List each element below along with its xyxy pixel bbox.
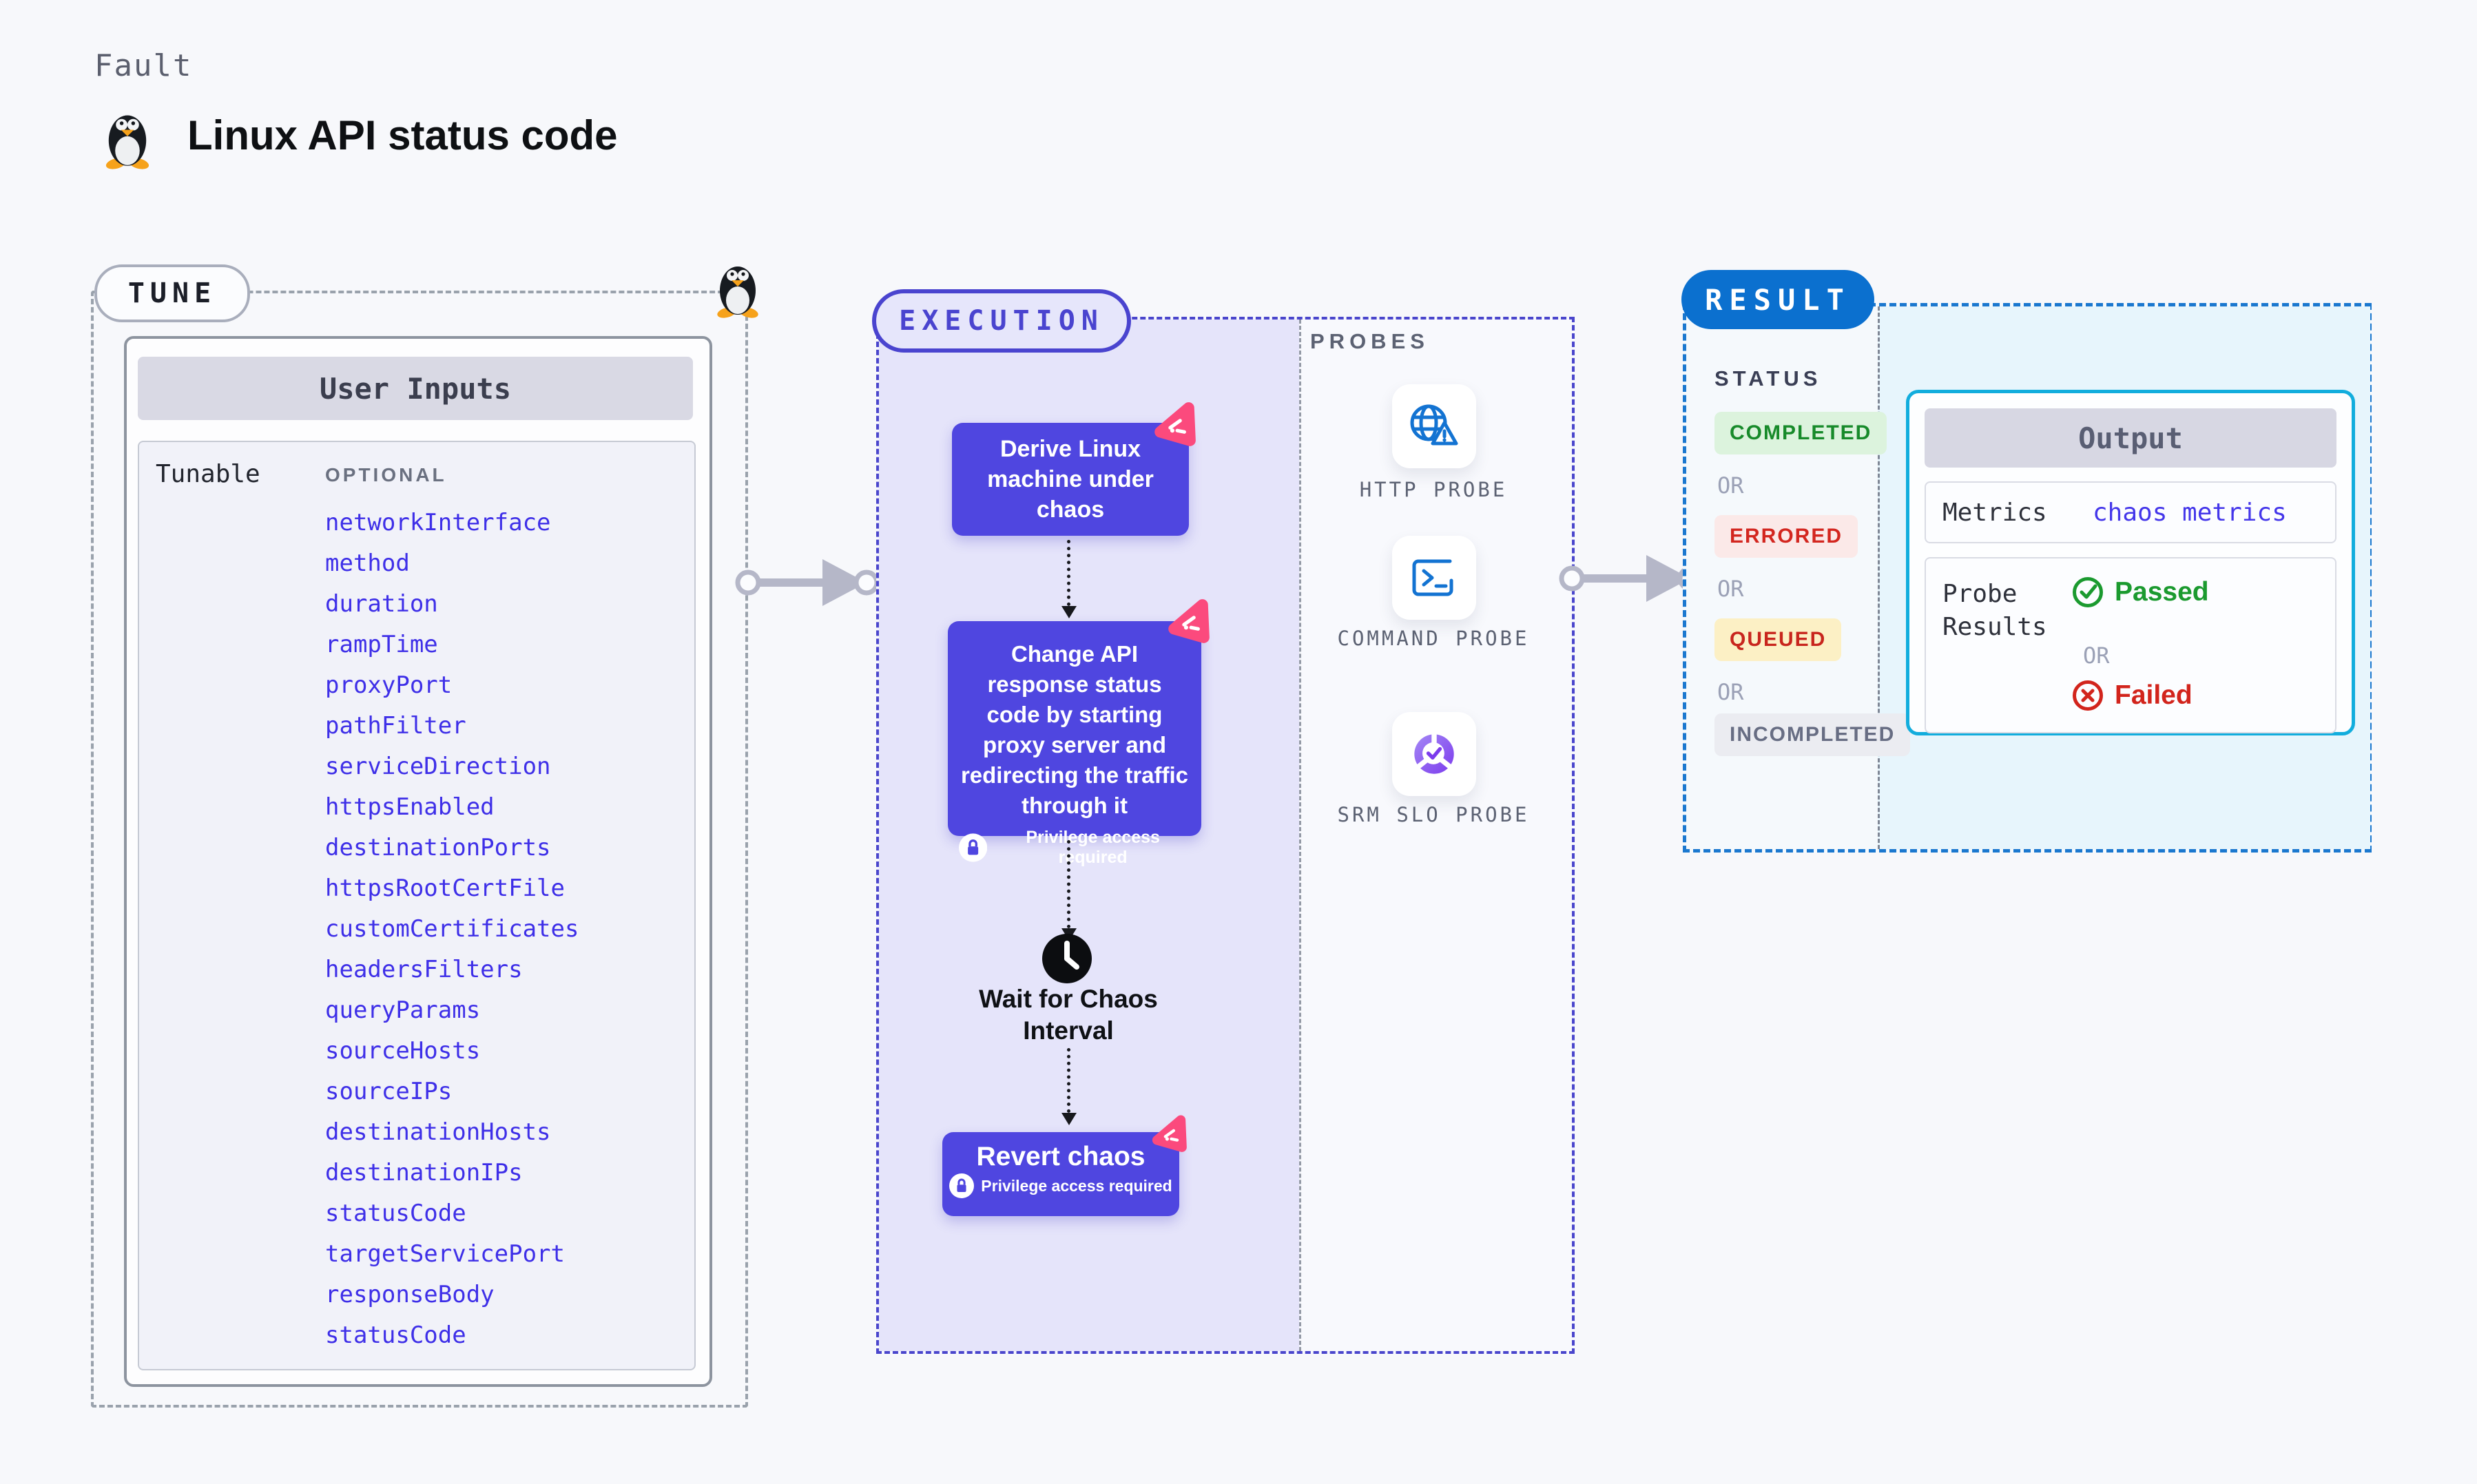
tunable-link[interactable]: networkInterface [325, 509, 551, 536]
check-circle-icon [2073, 577, 2103, 607]
flow-arrowhead [1061, 1113, 1077, 1125]
tunable-link[interactable]: targetServicePort [325, 1240, 565, 1268]
chaos-logo-icon [1163, 596, 1214, 647]
probes-section-label: PROBES [1310, 329, 1429, 353]
fault-kind-label: Fault [94, 48, 193, 83]
tunable-link[interactable]: sourceHosts [325, 1037, 481, 1065]
lock-icon [959, 833, 988, 863]
tune-pill: TUNE [94, 264, 250, 322]
tunable-link[interactable]: destinationIPs [325, 1159, 523, 1187]
http-probe-card [1392, 384, 1476, 468]
lock-icon [949, 1173, 975, 1198]
chaos-metrics-link[interactable]: chaos metrics [2093, 498, 2287, 527]
tunable-link[interactable]: responseBody [325, 1281, 495, 1308]
passed-label: Passed [2115, 577, 2209, 607]
failed-label: Failed [2115, 680, 2193, 710]
output-title: Output [1925, 408, 2336, 468]
tux-penguin-icon [105, 115, 150, 169]
flow-arrowhead [1061, 606, 1077, 618]
status-label: STATUS [1714, 366, 1822, 390]
result-pill: RESULT [1681, 270, 1874, 329]
or-label: OR [1717, 472, 1744, 499]
tunable-link[interactable]: queryParams [325, 996, 481, 1024]
http-probe-label: HTTP PROBE [1359, 478, 1508, 501]
tunable-link[interactable]: serviceDirection [325, 753, 551, 780]
tunable-link[interactable]: statusCode [325, 1200, 466, 1227]
flow-connector [1067, 540, 1070, 606]
tunable-link[interactable]: destinationHosts [325, 1118, 551, 1146]
tunables-list: networkInterface method duration rampTime pr… [325, 503, 683, 1356]
tunable-link[interactable]: httpsRootCertFile [325, 875, 565, 902]
tunable-link[interactable]: headersFilters [325, 956, 523, 983]
revert-chaos-label: Revert chaos [976, 1142, 1146, 1171]
page-title: Linux API status code [187, 112, 618, 158]
chaos-logo-icon [1148, 1113, 1190, 1156]
status-badge-completed: COMPLETED [1714, 412, 1887, 454]
step-change-status-code: Change API response status code by start… [948, 621, 1201, 867]
status-badge-queued: QUEUED [1714, 618, 1842, 661]
tunable-link[interactable]: method [325, 550, 410, 577]
step-revert-chaos: Revert chaos Privilege access required [942, 1132, 1179, 1216]
globe-alert-icon [1410, 404, 1458, 446]
tune-to-execution-arrow [732, 550, 880, 616]
tunable-link[interactable]: duration [325, 590, 438, 618]
probes-panel [1299, 320, 1571, 1351]
clock-icon [1042, 934, 1092, 983]
step-derive-machine-label: Derive Linux machine under chaos [987, 436, 1154, 523]
tunable-link[interactable]: destinationPorts [325, 834, 551, 861]
metrics-label: Metrics [1942, 498, 2047, 527]
tunable-link[interactable]: statusCode [325, 1321, 466, 1349]
srm-slo-probe-card [1392, 712, 1476, 796]
wait-for-chaos-label: Wait for Chaos Interval [979, 985, 1158, 1045]
tux-penguin-icon-small [716, 267, 760, 318]
probe-passed-row: Passed [2072, 576, 2209, 608]
step-derive-machine: Derive Linux machine under chaos [952, 423, 1189, 536]
or-label: OR [1717, 576, 1744, 602]
tunable-link[interactable]: httpsEnabled [325, 793, 495, 821]
flow-connector [1067, 840, 1070, 928]
tunable-row-label: Tunable [156, 460, 260, 488]
user-inputs-title: User Inputs [138, 357, 693, 420]
execution-pill: EXECUTION [872, 289, 1131, 353]
tunable-link[interactable]: proxyPort [325, 671, 453, 699]
tunable-link[interactable]: rampTime [325, 631, 438, 658]
slo-donut-check-icon [1414, 732, 1454, 774]
probes-to-result-arrow [1555, 545, 1704, 612]
status-badge-incompleted: INCOMPLETED [1714, 713, 1911, 756]
tunable-link[interactable]: customCertificates [325, 915, 579, 943]
optional-column-label: OPTIONAL [325, 464, 447, 485]
or-label: OR [1717, 679, 1744, 705]
flow-connector [1067, 1048, 1070, 1113]
chaos-logo-icon [1149, 399, 1200, 450]
privilege-label: Privilege access required [981, 1176, 1172, 1195]
tunable-link[interactable]: sourceIPs [325, 1078, 453, 1105]
output-card: Output Metrics chaos metrics Probe Resul… [1906, 390, 2355, 735]
step-change-status-code-label: Change API response status code by start… [960, 641, 1189, 818]
command-probe-card [1392, 536, 1476, 620]
probe-results-row: Probe Results Passed OR Failed [1925, 557, 2336, 733]
probe-failed-row: Failed [2072, 680, 2193, 711]
tunable-link[interactable]: pathFilter [325, 712, 466, 740]
probe-results-label: Probe Results [1942, 580, 2047, 641]
privilege-label: Privilege access required [1026, 828, 1160, 867]
terminal-icon [1412, 559, 1453, 596]
srm-slo-probe-label: SRM SLO PROBE [1337, 803, 1530, 826]
tunables-list-panel [138, 441, 696, 1370]
x-circle-icon [2073, 680, 2103, 711]
metrics-row: Metrics chaos metrics [1925, 481, 2336, 543]
or-label: OR [2083, 642, 2110, 669]
command-probe-label: COMMAND PROBE [1337, 627, 1530, 650]
status-badge-errored: ERRORED [1714, 515, 1858, 558]
tune-section [91, 291, 748, 1408]
